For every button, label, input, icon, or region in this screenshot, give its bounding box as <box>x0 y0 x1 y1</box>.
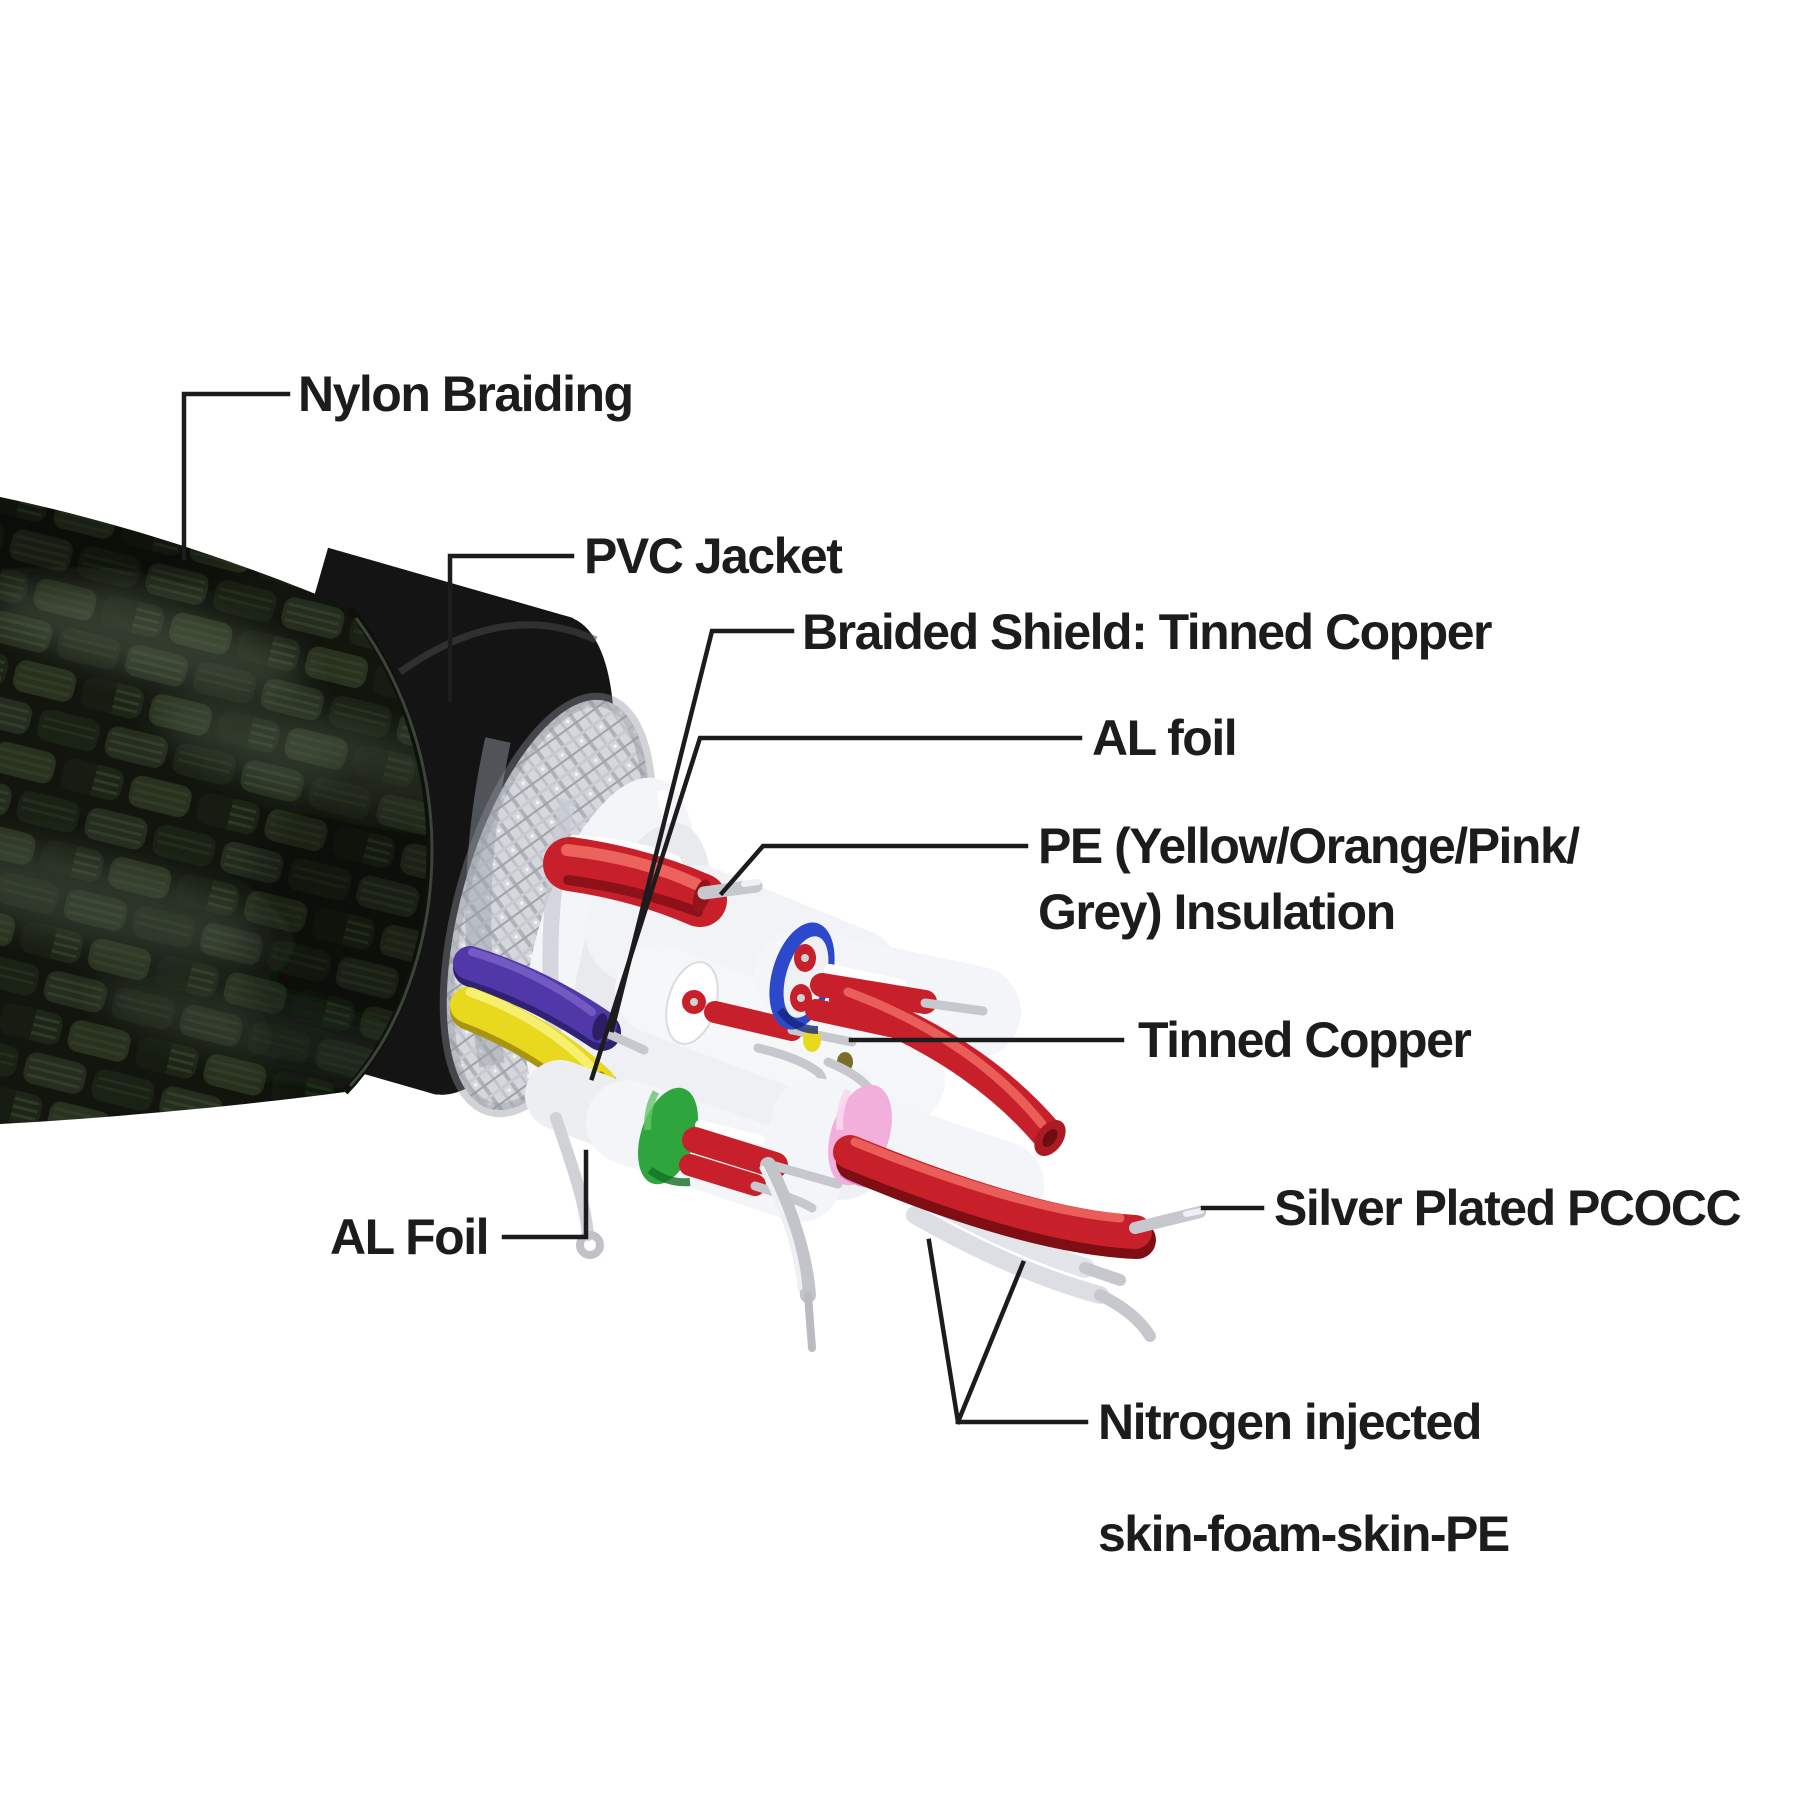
label-tinned-copper: Tinned Copper <box>1138 1012 1472 1068</box>
label-al-foil-bottom: AL Foil <box>330 1209 490 1265</box>
label-al-foil-top: AL foil <box>1092 710 1238 766</box>
label-pvc-jacket: PVC Jacket <box>584 528 843 584</box>
wire-pair-blue <box>754 922 1021 1113</box>
label-pe-insulation-line2: Grey) Insulation <box>1038 884 1396 940</box>
leader-nylon-braiding <box>181 391 291 561</box>
label-nitrogen-line2: skin-foam-skin-PE <box>1098 1506 1510 1562</box>
label-nylon-braiding: Nylon Braiding <box>298 366 634 422</box>
nylon-braiding-layer <box>0 497 434 1124</box>
wire-bundle <box>450 822 1206 1352</box>
wire-red-top <box>543 835 763 927</box>
wire-red-pcocc <box>833 1135 1152 1249</box>
leader-braided-shield <box>609 628 795 1033</box>
wire-red-cut <box>829 984 1066 1157</box>
leader-al-foil-bottom <box>501 1149 589 1240</box>
leader-al-foil-top <box>589 735 1083 1081</box>
skin-foam-skin-pe-wire-2 <box>906 1206 1109 1304</box>
leader-pe-insulation <box>718 843 1029 897</box>
label-nitrogen-line1: Nitrogen injected <box>1098 1394 1482 1450</box>
leader-nitrogen <box>926 1238 1089 1425</box>
leader-pvc-jacket <box>447 553 575 703</box>
wire-pair-pink <box>771 1078 1206 1342</box>
tinned-copper-conductor <box>787 1025 857 1047</box>
leader-lines <box>181 391 1265 1425</box>
label-silver-plated-pcocc: Silver Plated PCOCC <box>1274 1180 1742 1236</box>
label-pe-insulation-line1: PE (Yellow/Orange/Pink/ <box>1038 818 1580 874</box>
label-braided-shield: Braided Shield: Tinned Copper <box>802 604 1492 660</box>
top-conductor <box>697 879 763 900</box>
jacket-highlight <box>397 621 598 675</box>
